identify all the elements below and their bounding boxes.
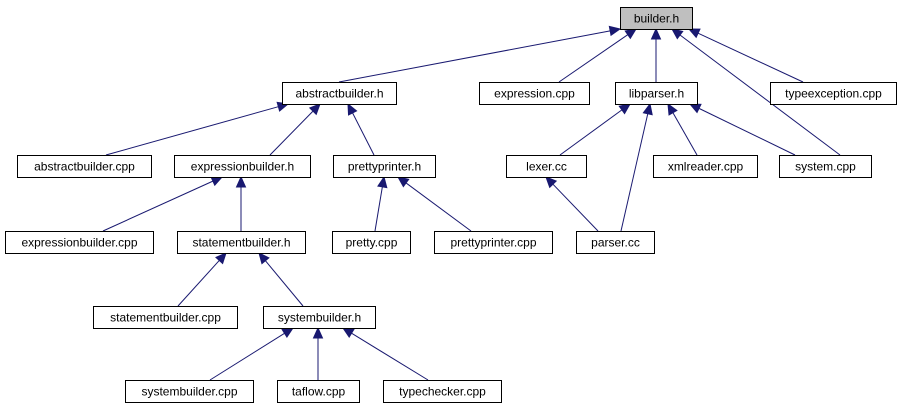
dependency-edge-xmlreader-cpp-to-libparser-h (667, 102, 698, 156)
dependency-edge-parser-cc-to-lexer-cc (545, 176, 599, 232)
file-node-xmlreader-cpp[interactable]: xmlreader.cpp (653, 155, 758, 178)
file-node-abstractbuilder-cpp[interactable]: abstractbuilder.cpp (17, 155, 152, 178)
file-node-statementbuilder-h[interactable]: statementbuilder.h (177, 231, 306, 254)
dependency-edge-systembuilder-cpp-to-systembuilder-h (209, 327, 295, 381)
file-node-label: typechecker.cpp (399, 385, 486, 399)
file-node-expressionbuilder-cpp[interactable]: expressionbuilder.cpp (5, 231, 154, 254)
file-node-system-cpp[interactable]: system.cpp (779, 155, 872, 178)
dependency-edge-abstractbuilder-h-to-builder-h (338, 25, 622, 83)
file-node-label: builder.h (634, 12, 679, 26)
file-node-expression-cpp[interactable]: expression.cpp (479, 82, 590, 105)
file-node-label: taflow.cpp (292, 385, 346, 399)
dependency-edge-prettyprinter-h-to-abstractbuilder-h (347, 102, 375, 156)
dependency-edge-prettyprinter-cpp-to-prettyprinter-h (397, 176, 472, 232)
dependency-edge-typechecker-cpp-to-systembuilder-h (341, 327, 429, 381)
file-node-pretty-cpp[interactable]: pretty.cpp (332, 231, 411, 254)
file-node-label: typeexception.cpp (785, 87, 882, 101)
file-node-prettyprinter-h[interactable]: prettyprinter.h (333, 155, 436, 178)
dependency-edge-expressionbuilder-cpp-to-expressionbuilder-h (102, 176, 224, 232)
file-node-label: statementbuilder.h (192, 236, 290, 250)
file-node-parser-cc[interactable]: parser.cc (576, 231, 655, 254)
file-node-builder-h[interactable]: builder.h (620, 7, 693, 30)
dependency-edge-systembuilder-h-to-statementbuilder-h (258, 252, 304, 307)
dependency-edge-typeexception-cpp-to-builder-h (687, 28, 804, 83)
file-node-taflow-cpp[interactable]: taflow.cpp (277, 380, 360, 403)
file-node-label: prettyprinter.cpp (450, 236, 536, 250)
file-node-label: systembuilder.h (278, 311, 361, 325)
file-node-lexer-cc[interactable]: lexer.cc (506, 155, 587, 178)
file-node-typechecker-cpp[interactable]: typechecker.cpp (383, 380, 502, 403)
edges-layer (102, 25, 841, 381)
file-node-label: lexer.cc (526, 160, 567, 174)
dependency-edge-statementbuilder-h-to-expressionbuilder-h (235, 175, 247, 231)
file-node-systembuilder-cpp[interactable]: systembuilder.cpp (125, 380, 254, 403)
file-node-label: expressionbuilder.cpp (21, 236, 137, 250)
file-node-typeexception-cpp[interactable]: typeexception.cpp (770, 82, 897, 105)
dependency-edge-taflow-cpp-to-systembuilder-h (312, 326, 324, 380)
file-node-label: system.cpp (795, 160, 856, 174)
file-node-label: abstractbuilder.cpp (34, 160, 135, 174)
dependency-edge-pretty-cpp-to-prettyprinter-h (374, 175, 388, 232)
file-node-label: abstractbuilder.h (295, 87, 383, 101)
dependency-edge-system-cpp-to-builder-h (671, 28, 841, 156)
file-node-label: expressionbuilder.h (191, 160, 294, 174)
file-node-abstractbuilder-h[interactable]: abstractbuilder.h (282, 82, 397, 105)
dependency-edge-expression-cpp-to-builder-h (558, 28, 638, 83)
file-node-systembuilder-h[interactable]: systembuilder.h (263, 306, 376, 329)
file-node-label: libparser.h (629, 87, 684, 101)
file-node-libparser-h[interactable]: libparser.h (615, 82, 698, 105)
dependency-edge-system-cpp-to-libparser-h (688, 103, 796, 156)
nodes-layer: builder.h abstractbuilder.h expression.cpp… (5, 7, 897, 403)
dependency-edge-statementbuilder-cpp-to-statementbuilder-h (177, 252, 227, 307)
file-node-label: parser.cc (591, 236, 640, 250)
file-node-label: expression.cpp (494, 87, 575, 101)
dependency-edge-libparser-h-to-builder-h (650, 27, 662, 82)
file-node-expressionbuilder-h[interactable]: expressionbuilder.h (174, 155, 311, 178)
dependency-edge-parser-cc-to-libparser-h (620, 102, 653, 232)
file-node-prettyprinter-cpp[interactable]: prettyprinter.cpp (434, 231, 553, 254)
file-node-label: pretty.cpp (346, 236, 398, 250)
file-node-label: prettyprinter.h (348, 160, 421, 174)
file-node-label: systembuilder.cpp (141, 385, 237, 399)
file-node-label: xmlreader.cpp (668, 160, 744, 174)
dependency-edge-abstractbuilder-cpp-to-abstractbuilder-h (105, 101, 290, 156)
dependency-edge-expressionbuilder-h-to-abstractbuilder-h (269, 103, 321, 156)
file-node-label: statementbuilder.cpp (110, 311, 221, 325)
dependency-edge-lexer-cc-to-libparser-h (559, 103, 631, 156)
file-node-statementbuilder-cpp[interactable]: statementbuilder.cpp (93, 306, 238, 329)
